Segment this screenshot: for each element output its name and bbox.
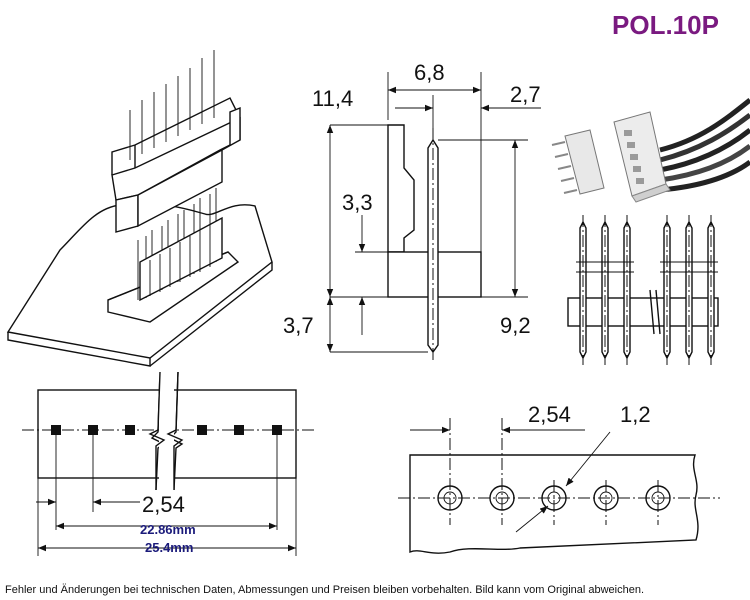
isometric-connector-illustration [6, 50, 273, 367]
inner-dimension-label: 3,3 [342, 190, 373, 215]
bottom-dimension-label: 3,7 [283, 313, 314, 338]
top-view-dimension-drawing: 2,54 22.86mm 25.4mm [22, 371, 315, 556]
front-view-pins [579, 220, 715, 360]
connector-photo [551, 98, 750, 203]
hole-diameter-label: 1,2 [620, 402, 651, 427]
footer-disclaimer: Fehler und Änderungen bei technischen Da… [5, 584, 644, 596]
header-front-view [567, 215, 719, 365]
pcb-pitch-label: 2,54 [528, 402, 571, 427]
part-title: POL.10P [612, 10, 719, 40]
pcb-holes [437, 485, 671, 511]
pcb-hole-pattern-drawing: 2,54 1,2 [398, 402, 720, 554]
height-dimension-label: 11,4 [312, 86, 353, 111]
side-view-dimension-drawing: 6,8 2,7 11,4 3,3 3,7 9,2 [283, 60, 541, 360]
pin-dimension-label: 9,2 [500, 313, 531, 338]
offset-dimension-label: 2,7 [510, 82, 541, 107]
width-dimension-label: 6,8 [414, 60, 445, 85]
outer-length-label: 25.4mm [145, 540, 193, 555]
top-view-pitch-label: 2,54 [142, 492, 185, 517]
inner-length-label: 22.86mm [140, 522, 196, 537]
top-view-pin-markers [51, 425, 282, 435]
